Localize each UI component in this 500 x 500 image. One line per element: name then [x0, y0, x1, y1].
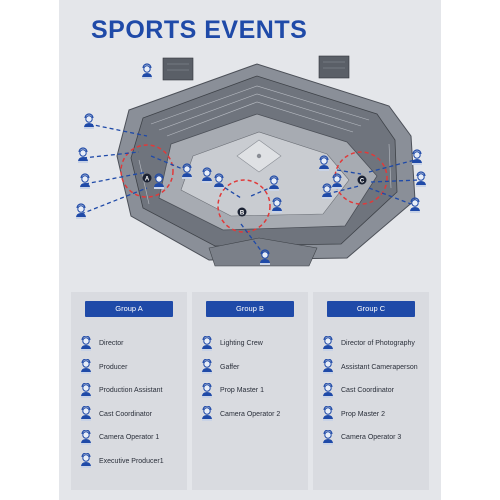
marker-b-label: B	[240, 211, 245, 217]
headset-person-icon	[80, 406, 92, 422]
member-name: Camera Operator 2	[220, 410, 281, 418]
group-b-panel: Group B Lighting Crew Gaffer Prop Master…	[192, 292, 308, 490]
list-item: Production Assistant	[79, 379, 164, 403]
member-name: Lighting Crew	[220, 340, 263, 348]
connection-lines	[80, 123, 420, 257]
marker-a-label: A	[145, 177, 150, 183]
member-name: Cast Coordinator	[99, 410, 152, 418]
zone-b: B	[217, 179, 271, 233]
stadium-diagram: A B C	[75, 55, 427, 267]
headset-person-icon	[322, 429, 334, 446]
member-name: Director of Photography	[341, 340, 415, 348]
zone-c: C	[334, 151, 388, 205]
headset-person-icon	[80, 359, 92, 375]
headset-person-icon	[80, 429, 92, 446]
member-name: Production Assistant	[99, 387, 163, 395]
member-name: Cast Coordinator	[341, 387, 394, 395]
zone-a: A	[120, 144, 174, 198]
list-item: Producer	[79, 356, 164, 380]
member-name: Producer	[99, 363, 128, 371]
headset-person-icon	[322, 359, 334, 375]
headset-person-icon	[201, 335, 213, 352]
headset-person-icon	[80, 382, 92, 399]
list-item: Assistant Cameraperson	[321, 356, 418, 380]
list-item: Director	[79, 332, 164, 356]
list-item: Camera Operator 1	[79, 426, 164, 450]
list-item: Prop Master 2	[321, 403, 418, 427]
list-item: Prop Master 1	[200, 379, 280, 403]
member-name: Gaffer	[220, 363, 240, 371]
headset-person-icon	[80, 453, 92, 469]
page-title: SPORTS EVENTS	[91, 16, 308, 44]
member-name: Camera Operator 3	[341, 434, 402, 442]
member-name: Camera Operator 1	[99, 434, 160, 442]
headset-person-icon	[201, 359, 213, 375]
headset-person-icon	[201, 382, 213, 399]
headset-person-icon	[322, 382, 334, 399]
list-item: Camera Operator 2	[200, 403, 280, 427]
list-item: Cast Coordinator	[79, 403, 164, 427]
list-item: Cast Coordinator	[321, 379, 418, 403]
headset-person-icon	[322, 406, 334, 422]
member-name: Prop Master 1	[220, 387, 264, 395]
group-c-title: Group C	[327, 301, 415, 317]
list-item: Executive Producer1	[79, 450, 164, 474]
member-name: Executive Producer1	[99, 457, 164, 465]
headset-person-icon	[80, 335, 92, 352]
headset-person-icon	[201, 406, 213, 422]
group-c-panel: Group C Director of Photography Assistan…	[313, 292, 429, 490]
list-item: Gaffer	[200, 356, 280, 380]
list-item: Director of Photography	[321, 332, 418, 356]
group-a-panel: Group A Director Producer Production Ass…	[71, 292, 187, 490]
group-a-title: Group A	[85, 301, 173, 317]
headset-person-icon	[322, 335, 334, 352]
group-b-title: Group B	[206, 301, 294, 317]
member-name: Prop Master 2	[341, 410, 385, 418]
member-name: Assistant Cameraperson	[341, 363, 418, 371]
page-background: SPORTS EVENTS	[59, 0, 441, 500]
marker-c-label: C	[360, 179, 365, 185]
stadium-structure	[116, 55, 416, 267]
member-name: Director	[99, 340, 124, 348]
list-item: Lighting Crew	[200, 332, 280, 356]
list-item: Camera Operator 3	[321, 426, 418, 450]
